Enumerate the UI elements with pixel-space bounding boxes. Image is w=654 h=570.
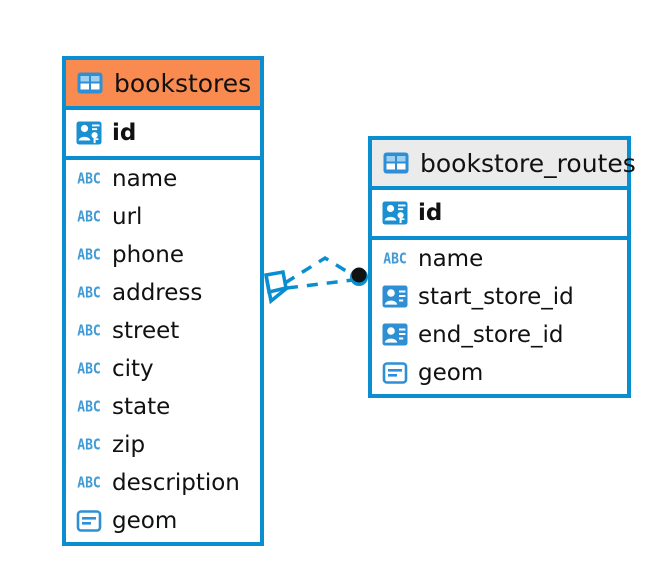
geometry-icon <box>75 507 103 535</box>
field-row-city[interactable]: ABC city <box>66 350 260 388</box>
field-row-end-store-id[interactable]: end_store_id <box>372 316 627 354</box>
abc-text-icon: ABC <box>77 398 101 416</box>
primary-key-section: id <box>66 110 260 160</box>
entity-title: bookstores <box>114 68 252 98</box>
field-label: zip <box>112 431 146 458</box>
primary-key-icon <box>75 119 103 147</box>
field-row-address[interactable]: ABC address <box>66 274 260 312</box>
field-row-name[interactable]: ABC name <box>66 160 260 198</box>
foreign-key-icon <box>381 321 409 349</box>
field-label: start_store_id <box>418 283 574 310</box>
entity-bookstore-routes[interactable]: bookstore_routes id <box>368 136 636 398</box>
geometry-icon <box>381 359 409 387</box>
field-label: end_store_id <box>418 321 564 348</box>
abc-text-icon: ABC <box>383 250 407 268</box>
field-label: address <box>112 279 203 306</box>
abc-text-icon: ABC <box>77 474 101 492</box>
abc-text-icon: ABC <box>77 360 101 378</box>
abc-text-icon: ABC <box>77 246 101 264</box>
entity-header-bookstores[interactable]: bookstores <box>66 60 260 110</box>
field-label: id <box>418 199 443 226</box>
field-label: street <box>112 317 180 344</box>
field-row-geom[interactable]: geom <box>66 502 260 540</box>
entity-bookstores[interactable]: bookstores id <box>62 56 264 546</box>
field-label: name <box>112 165 178 192</box>
abc-text-icon: ABC <box>77 322 101 340</box>
field-row-url[interactable]: ABC url <box>66 198 260 236</box>
filled-circle-marker <box>350 267 368 286</box>
abc-text-icon: ABC <box>77 208 101 226</box>
entity-header-bookstore-routes[interactable]: bookstore_routes <box>372 140 636 190</box>
primary-key-icon <box>381 199 409 227</box>
field-label: phone <box>112 241 184 268</box>
primary-key-section: id <box>372 190 627 240</box>
field-row-street[interactable]: ABC street <box>66 312 260 350</box>
field-row-primary-key[interactable]: id <box>66 110 260 156</box>
field-list-bookstores: ABC name ABC url ABC phone ABC address A… <box>66 160 260 540</box>
field-label: city <box>112 355 154 382</box>
abc-text-icon: ABC <box>77 170 101 188</box>
abc-text-icon: ABC <box>77 284 101 302</box>
relationship-line-lower <box>286 278 354 290</box>
relationship-line-upper <box>284 255 357 285</box>
field-row-zip[interactable]: ABC zip <box>66 426 260 464</box>
crows-foot-marker <box>263 269 289 305</box>
field-row-primary-key[interactable]: id <box>372 190 627 236</box>
field-list-bookstore-routes: ABC name start_store_id <box>372 240 627 392</box>
field-label: geom <box>418 359 484 386</box>
field-row-phone[interactable]: ABC phone <box>66 236 260 274</box>
table-icon <box>382 149 410 177</box>
field-row-state[interactable]: ABC state <box>66 388 260 426</box>
entity-title: bookstore_routes <box>420 148 636 178</box>
field-label: name <box>418 245 484 272</box>
abc-text-icon: ABC <box>77 436 101 454</box>
field-row-geom[interactable]: geom <box>372 354 627 392</box>
field-label: geom <box>112 507 178 534</box>
field-row-start-store-id[interactable]: start_store_id <box>372 278 627 316</box>
field-label: description <box>112 469 240 496</box>
table-icon <box>76 69 104 97</box>
field-row-description[interactable]: ABC description <box>66 464 260 502</box>
field-label: url <box>112 203 143 230</box>
field-label: state <box>112 393 171 420</box>
field-label: id <box>112 119 137 146</box>
foreign-key-icon <box>381 283 409 311</box>
field-row-name[interactable]: ABC name <box>372 240 627 278</box>
